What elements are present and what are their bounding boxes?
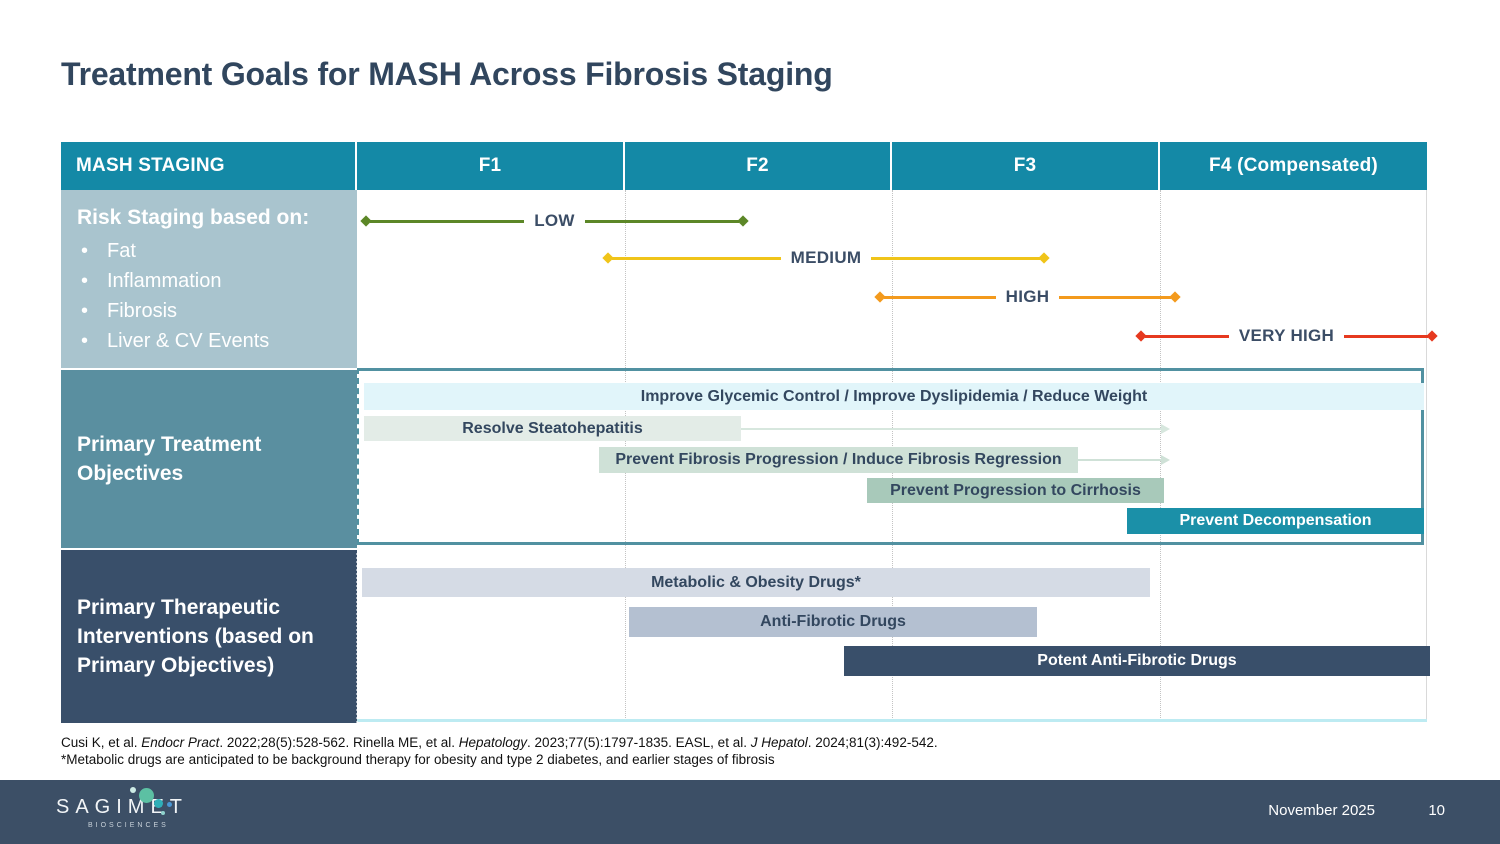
objective-bar-glycemic: Improve Glycemic Control / Improve Dysli… <box>364 383 1424 410</box>
footnotes: Cusi K, et al. Endocr Pract. 2022;28(5):… <box>61 734 938 768</box>
arrow-line <box>370 219 525 223</box>
risk-staging-heading: Risk Staging based on: <box>77 206 310 229</box>
citation-line: Cusi K, et al. Endocr Pract. 2022;28(5):… <box>61 734 938 751</box>
intervention-bar-metabolic: Metabolic & Obesity Drugs* <box>362 568 1150 597</box>
diamond-arrowhead-icon <box>1135 330 1147 342</box>
diamond-arrowhead-icon <box>874 291 886 303</box>
journal-name: J Hepatol <box>750 735 808 750</box>
page-title: Treatment Goals for MASH Across Fibrosis… <box>61 56 833 92</box>
sagimet-logo-subtext: BIOSCIENCES <box>88 822 169 829</box>
objective-bar-fibrosis-regression-extension-arrow <box>1078 459 1161 461</box>
logo-dot-icon <box>166 801 172 807</box>
table-right-border <box>1426 190 1427 721</box>
journal-name: Endocr Pract <box>141 735 220 750</box>
diamond-arrowhead-icon <box>360 215 372 227</box>
header-cell-f1: F1 <box>357 142 625 190</box>
intervention-bar-potent: Potent Anti-Fibrotic Drugs <box>844 646 1430 676</box>
objective-bar-cirrhosis: Prevent Progression to Cirrhosis <box>867 478 1164 503</box>
bullet-icon: • <box>81 240 89 262</box>
diamond-arrowhead-icon <box>1038 252 1050 264</box>
citation-text: Cusi K, et al. <box>61 735 142 750</box>
interventions-left-divider <box>356 548 358 723</box>
diamond-arrowhead-icon <box>1426 330 1438 342</box>
objective-bar-steatohepatitis: Resolve Steatohepatitis <box>364 416 741 441</box>
objectives-outline-box <box>357 368 1424 545</box>
bullet-icon: • <box>81 300 89 322</box>
objective-bar-fibrosis-regression: Prevent Fibrosis Progression / Induce Fi… <box>599 447 1078 473</box>
arrow-line <box>612 256 781 260</box>
risk-bullet-label: Liver & CV Events <box>107 330 270 352</box>
header-cell-f4: F4 (Compensated) <box>1160 142 1427 190</box>
risk-staging-cell: Risk Staging based on: • Fat • Inflammation… <box>61 190 357 368</box>
logo-dot-icon <box>130 787 136 793</box>
risk-staging-bullet-list: • Fat • Inflammation • Fibrosis • Liver & CV Ev… <box>77 236 343 356</box>
arrow-line <box>1059 295 1172 299</box>
journal-name: Hepatology <box>458 735 528 750</box>
intervention-bar-antifibrotic: Anti-Fibrotic Drugs <box>629 607 1037 637</box>
arrowhead-icon <box>1161 455 1170 465</box>
diamond-arrowhead-icon <box>602 252 614 264</box>
risk-bullet-item: • Fibrosis <box>77 296 343 326</box>
bullet-icon: • <box>81 270 89 292</box>
bullet-icon: • <box>81 330 89 352</box>
column-divider-f3-f4 <box>1160 190 1161 718</box>
risk-level-label: VERY HIGH <box>1238 326 1335 345</box>
sagimet-logo: SAGIMET <box>56 796 189 818</box>
arrow-line <box>871 256 1040 260</box>
primary-objectives-label: Primary Treatment Objectives <box>77 433 262 485</box>
objective-bar-decompensation: Prevent Decompensation <box>1127 508 1424 534</box>
diamond-arrowhead-icon <box>1169 291 1181 303</box>
citation-text: . 2022;28(5):528-562. Rinella ME, et al. <box>219 735 459 750</box>
primary-objectives-cell: Primary Treatment Objectives <box>61 368 357 548</box>
arrow-line <box>884 295 996 299</box>
staging-table-header: MASH STAGING F1 F2 F3 F4 (Compensated) <box>61 142 1427 190</box>
risk-bullet-label: Fibrosis <box>107 300 178 322</box>
footer-page-number: 10 <box>1428 802 1445 819</box>
risk-arrow-high: HIGH <box>874 285 1181 309</box>
table-bottom-border <box>357 719 1427 722</box>
objective-bar-steatohepatitis-extension-arrow <box>741 428 1161 430</box>
logo-dot-icon <box>153 798 163 808</box>
risk-level-label: HIGH <box>1005 287 1050 306</box>
risk-arrow-very-high: VERY HIGH <box>1135 324 1438 348</box>
citation-text: . 2023;77(5):1797-1835. EASL, et al. <box>527 735 751 750</box>
arrowhead-icon <box>1161 424 1170 434</box>
risk-bullet-label: Fat <box>107 240 136 262</box>
diamond-arrowhead-icon <box>737 215 749 227</box>
risk-bullet-item: • Fat <box>77 236 343 266</box>
arrow-line <box>1344 334 1428 338</box>
footer-date: November 2025 <box>1268 802 1375 819</box>
header-cell-mash-staging: MASH STAGING <box>61 142 357 190</box>
risk-bullet-item: • Inflammation <box>77 266 343 296</box>
risk-level-label: LOW <box>534 211 575 230</box>
therapeutic-interventions-cell: Primary Therapeutic Interventions (based… <box>61 548 357 723</box>
arrow-line <box>584 219 739 223</box>
header-cell-f2: F2 <box>625 142 892 190</box>
risk-level-label: MEDIUM <box>790 248 862 267</box>
risk-arrow-low: LOW <box>360 209 749 233</box>
risk-arrow-medium: MEDIUM <box>602 246 1050 270</box>
therapeutic-interventions-label: Primary Therapeutic Interventions (based… <box>77 596 314 677</box>
arrow-line <box>1145 334 1229 338</box>
risk-bullet-label: Inflammation <box>107 270 222 292</box>
risk-bullet-item: • Liver & CV Events <box>77 326 343 356</box>
logo-dot-icon <box>161 811 165 815</box>
logo-dot-icon <box>138 787 154 803</box>
footer-bar <box>0 780 1500 844</box>
footnote-line: *Metabolic drugs are anticipated to be b… <box>61 752 775 767</box>
header-cell-f3: F3 <box>892 142 1160 190</box>
citation-text: . 2024;81(3):492-542. <box>807 735 938 750</box>
